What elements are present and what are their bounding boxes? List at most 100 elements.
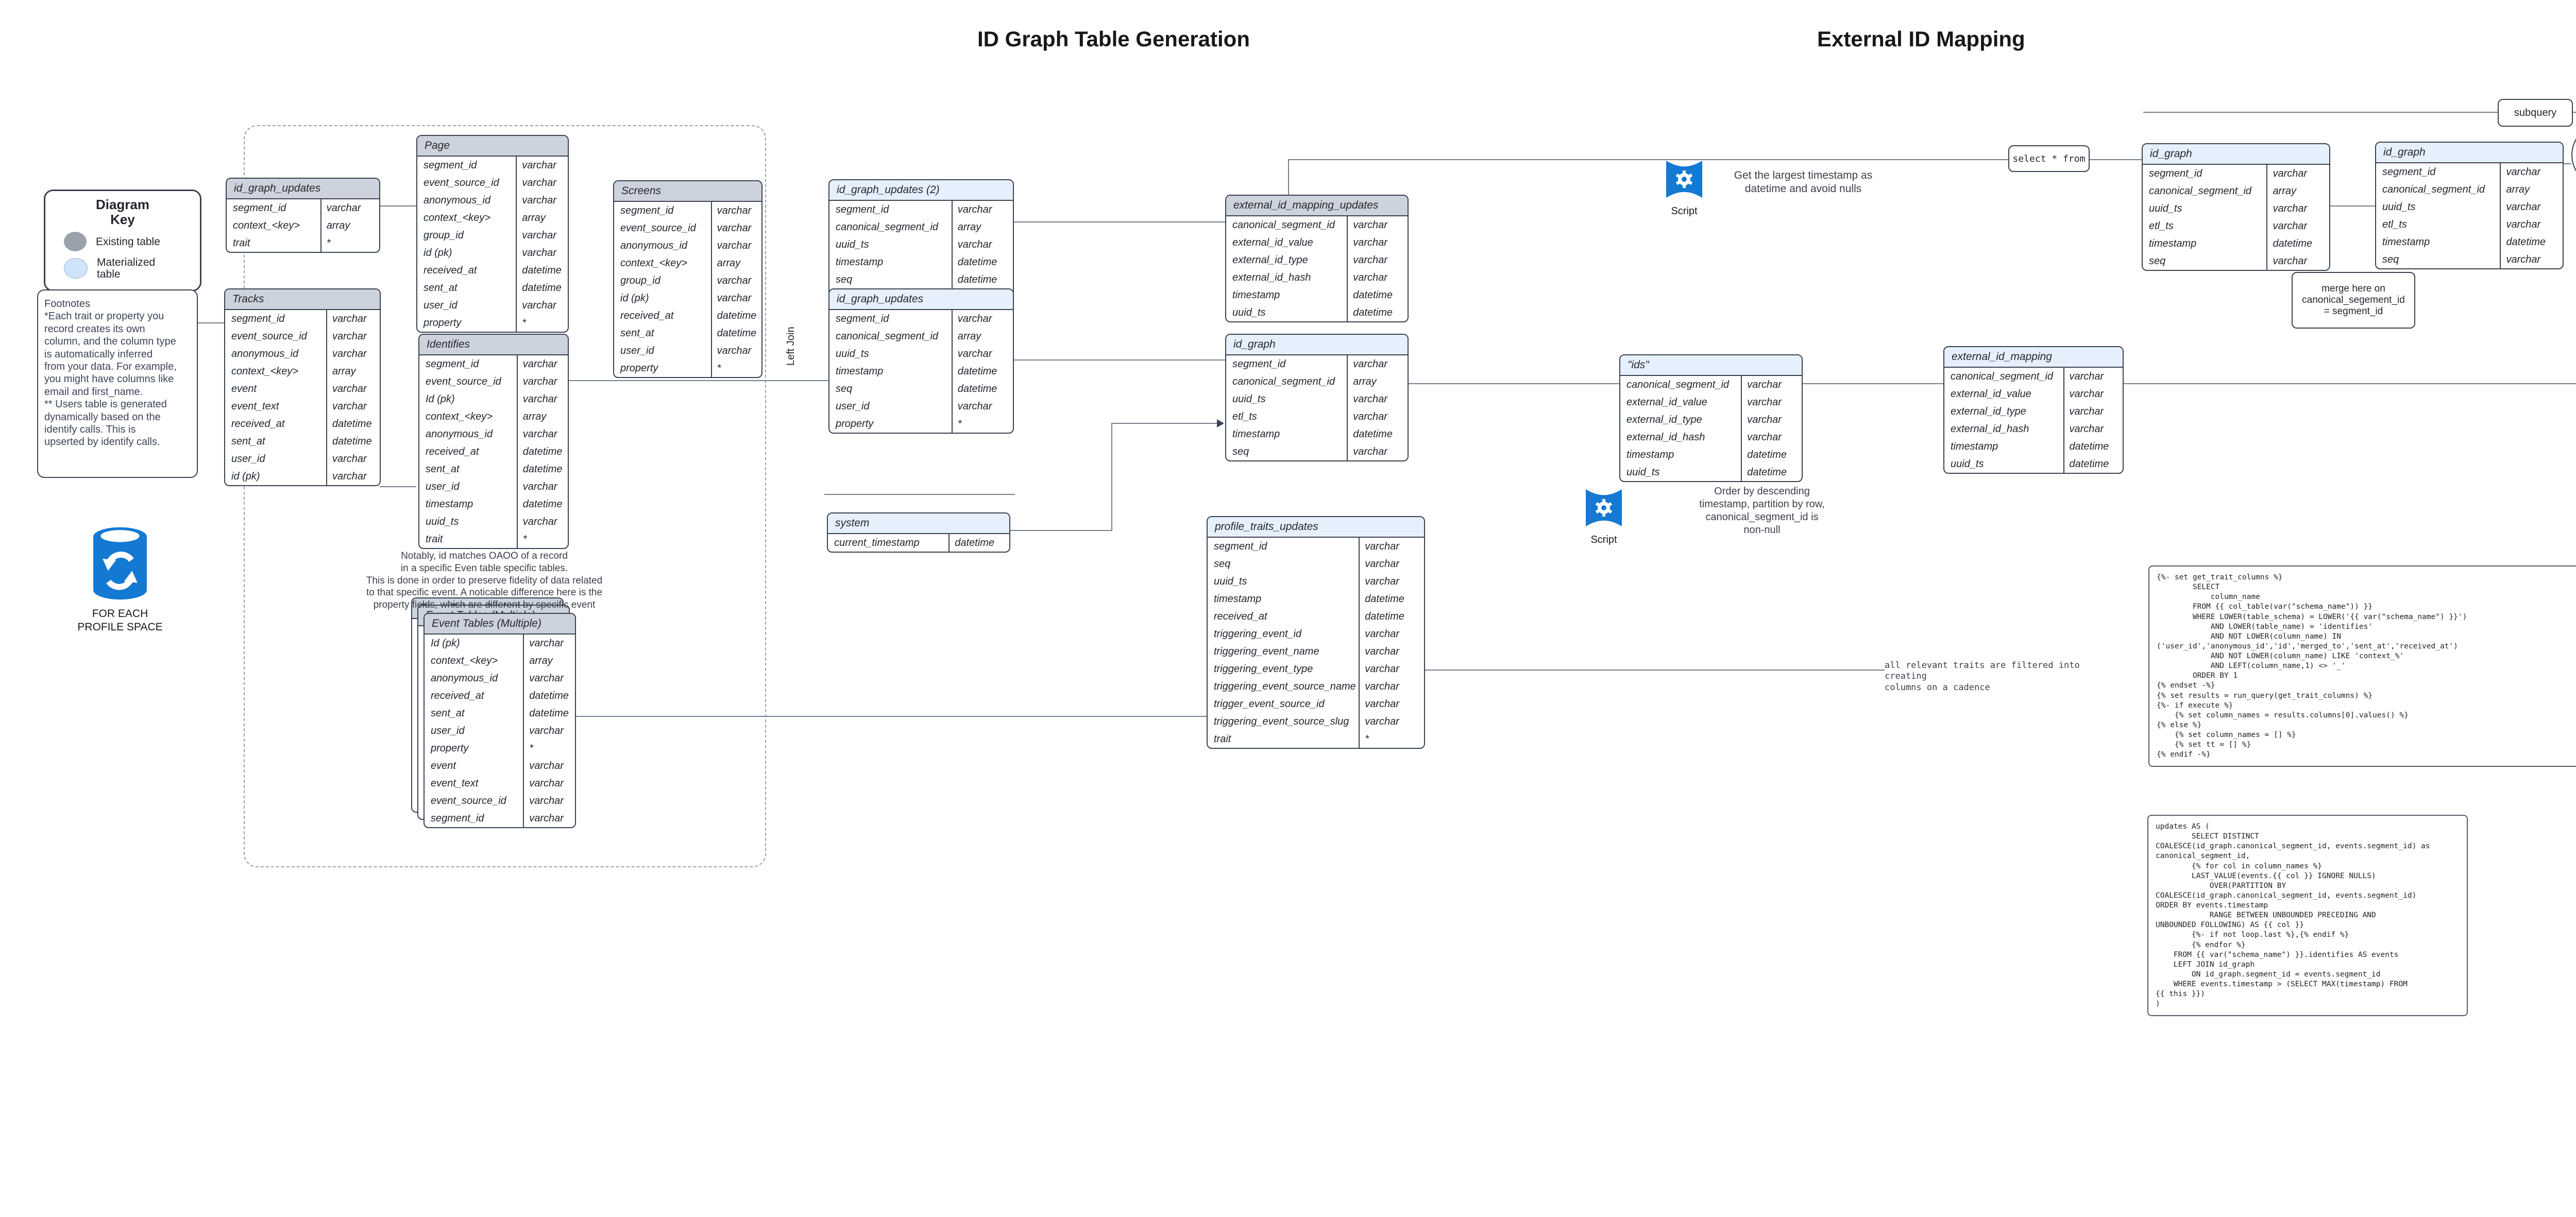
field-type: datetime <box>1353 306 1393 318</box>
table-row: id (pk)varchar <box>417 244 568 262</box>
field-type: varchar <box>522 428 557 440</box>
field-type: varchar <box>717 275 752 286</box>
identifies-note: Notably, id matches OAOO of a record in … <box>366 551 603 610</box>
profile-space-database-icon <box>93 527 147 600</box>
field-type: datetime <box>1747 449 1787 460</box>
field-name: Id (pk) <box>425 635 524 652</box>
field-type: varchar <box>1353 393 1387 405</box>
field-type: * <box>522 317 526 329</box>
field-name: received_at <box>614 307 712 324</box>
field-name: segment_id <box>227 199 321 217</box>
field-type: array <box>957 330 981 342</box>
field-name: canonical_segment_id <box>1226 216 1348 234</box>
field-name: event_source_id <box>417 174 517 192</box>
table-row: Id (pk)varchar <box>425 635 575 652</box>
field-type: array <box>326 219 350 231</box>
field-name: etl_ts <box>2376 216 2501 233</box>
field-name: received_at <box>225 415 327 433</box>
field-name: sent_at <box>419 460 518 478</box>
field-name: sent_at <box>225 433 327 450</box>
field-type: varchar <box>332 383 367 395</box>
field-name: external_id_hash <box>1620 428 1742 446</box>
field-name: etl_ts <box>2143 217 2268 235</box>
script-label: Script <box>1671 205 1698 217</box>
field-type: varchar <box>1365 540 1399 552</box>
table-row: id (pk)varchar <box>225 468 380 485</box>
for-each-profile-space-label: FOR EACH PROFILE SPACE <box>77 608 163 633</box>
field-name: timestamp <box>829 253 953 271</box>
field-name: external_id_type <box>1620 411 1742 428</box>
field-name: segment_id <box>2376 163 2501 181</box>
merge-note-box: merge here on canonical_segement_id = se… <box>2292 272 2415 329</box>
field-name: context_<key> <box>225 363 327 380</box>
field-name: user_id <box>417 297 517 314</box>
field-name: timestamp <box>1944 438 2064 455</box>
field-name: trait <box>227 234 321 252</box>
table-row: context_<key>array <box>227 217 379 234</box>
field-name: timestamp <box>1620 446 1742 464</box>
field-name: canonical_segment_id <box>829 328 953 345</box>
field-type: array <box>522 410 547 422</box>
table-title: id_graph <box>2383 146 2426 158</box>
field-type: datetime <box>529 707 569 719</box>
field-type: datetime <box>2069 458 2109 470</box>
table-title: id_graph_updates (2) <box>837 184 940 196</box>
field-type: varchar <box>332 453 367 465</box>
field-type: array <box>522 212 546 224</box>
field-type: varchar <box>957 348 992 359</box>
table-row: canonical_segment_id array <box>829 328 1013 345</box>
script-note-bottom: Order by descending timestamp, partition… <box>1699 486 1825 536</box>
field-type: varchar <box>1365 575 1399 587</box>
field-type: datetime <box>522 445 563 457</box>
field-name: external_id_type <box>1226 251 1348 269</box>
field-name: trigger_event_source_id <box>1208 695 1360 713</box>
field-name: seq <box>829 380 953 398</box>
field-name: canonical_segment_id <box>829 218 953 236</box>
table-title: Page <box>425 140 450 151</box>
table-title: Event Tables (Multiple) <box>432 618 541 629</box>
field-name: seq <box>829 271 953 288</box>
field-name: context_<key> <box>419 408 518 425</box>
code-text: {%- set get_trait_columns %} SELECT colu… <box>2157 573 2467 759</box>
field-name: segment_id <box>1208 538 1360 555</box>
field-type: varchar <box>1365 645 1399 657</box>
field-name: user_id <box>614 342 712 359</box>
field-name: external_id_hash <box>1226 269 1348 286</box>
field-name: segment_id <box>829 310 953 328</box>
field-type: varchar <box>1747 379 1782 390</box>
field-type: varchar <box>529 672 564 684</box>
field-name: current_timestamp <box>828 534 950 552</box>
field-type: varchar <box>1353 410 1387 422</box>
footnotes-text: Footnotes *Each trait or property you re… <box>44 298 177 448</box>
field-type: varchar <box>957 203 992 215</box>
existing-table-label: Existing table <box>96 235 160 248</box>
